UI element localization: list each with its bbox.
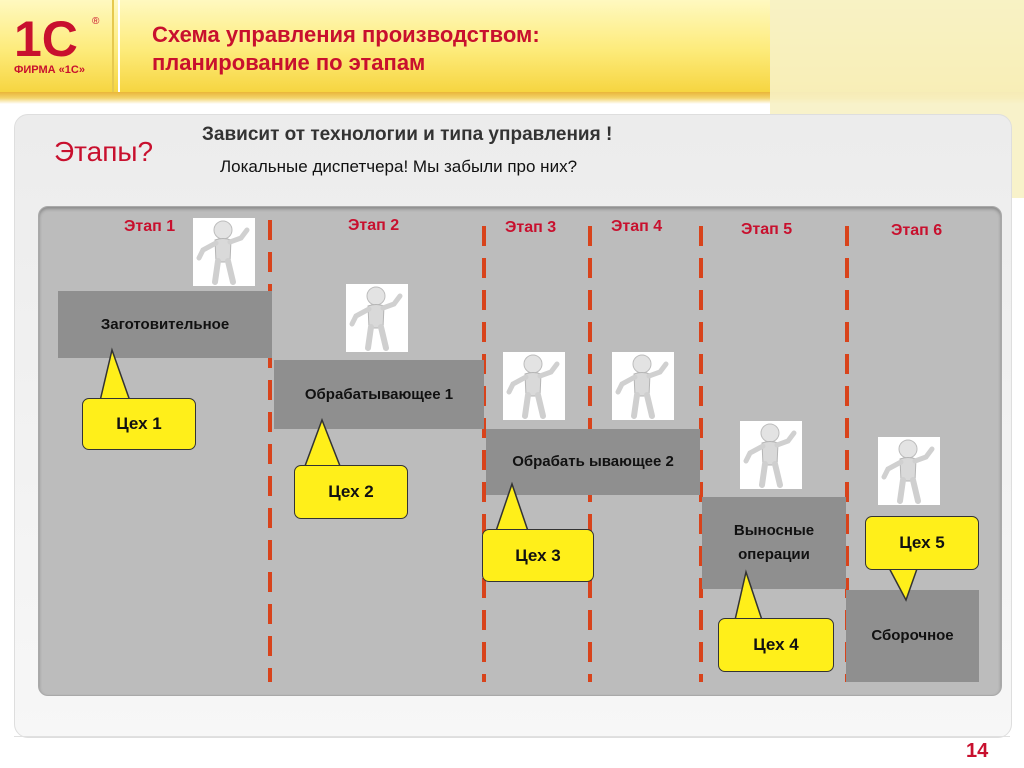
callout-tsekh-5: Цех 5 bbox=[865, 516, 979, 570]
stage-label-2: Этап 2 bbox=[348, 217, 400, 234]
person-figure-icon bbox=[503, 352, 565, 420]
callout-pointer-1 bbox=[99, 347, 132, 402]
page-title-line1: Схема управления производством: bbox=[152, 22, 540, 47]
stage-label-5: Этап 5 bbox=[741, 221, 793, 238]
stage-label-3: Этап 3 bbox=[505, 219, 557, 236]
block-zagotovitelnoe: Заготовительное bbox=[58, 291, 272, 358]
header-stripe bbox=[0, 92, 1024, 104]
page-title-line2: планирование по этапам bbox=[152, 50, 426, 75]
stage-divider-4 bbox=[699, 226, 703, 682]
person-figure-icon bbox=[878, 437, 940, 505]
page-number: 14 bbox=[966, 740, 989, 762]
block-sborochnoe: Сборочное bbox=[846, 590, 979, 682]
block-vynosnye-operatsii: Выносные операции bbox=[702, 497, 846, 589]
callout-tsekh-2: Цех 2 bbox=[294, 465, 408, 519]
stage-label-4: Этап 4 bbox=[611, 218, 663, 235]
logo-text: ФИРМА «1С» bbox=[14, 64, 85, 76]
person-figure-icon bbox=[346, 284, 408, 352]
callout-pointer-2 bbox=[303, 417, 342, 467]
stage-divider-5 bbox=[845, 226, 849, 682]
callout-tsekh-3: Цех 3 bbox=[482, 529, 594, 582]
subtitle-dispatchers: Локальные диспетчера! Мы забыли про них? bbox=[220, 157, 578, 176]
block-obrabatyvayushchee-1: Обрабатывающее 1 bbox=[274, 360, 484, 429]
person-figure-icon bbox=[193, 218, 255, 286]
svg-text:®: ® bbox=[92, 16, 100, 27]
logo-mark-text: 1С bbox=[14, 11, 78, 62]
logo-divider-light bbox=[118, 0, 120, 92]
subtitle-technology: Зависит от технологии и типа управления … bbox=[202, 124, 613, 145]
block-obrabatyvayushchee-2: Обрабать ывающее 2 bbox=[486, 429, 700, 495]
stage-label-6: Этап 6 bbox=[891, 222, 943, 239]
person-figure-icon bbox=[612, 352, 674, 420]
stage-label-1: Этап 1 bbox=[124, 218, 176, 235]
logo-divider bbox=[112, 0, 114, 92]
question-heading: Этапы? bbox=[54, 136, 154, 167]
callout-tsekh-4: Цех 4 bbox=[718, 618, 834, 672]
stage-divider-2 bbox=[482, 226, 486, 682]
logo-mark-icon: 1С ® bbox=[14, 11, 100, 62]
stage-divider-1 bbox=[268, 220, 272, 682]
callout-pointer-3 bbox=[494, 481, 530, 532]
callout-pointer-4 bbox=[734, 569, 764, 621]
person-figure-icon bbox=[740, 421, 802, 489]
callout-tsekh-1: Цех 1 bbox=[82, 398, 196, 450]
logo: 1С ® ФИРМА «1С» bbox=[0, 0, 118, 92]
footer-line bbox=[14, 736, 1010, 737]
callout-pointer-5 bbox=[886, 565, 920, 602]
